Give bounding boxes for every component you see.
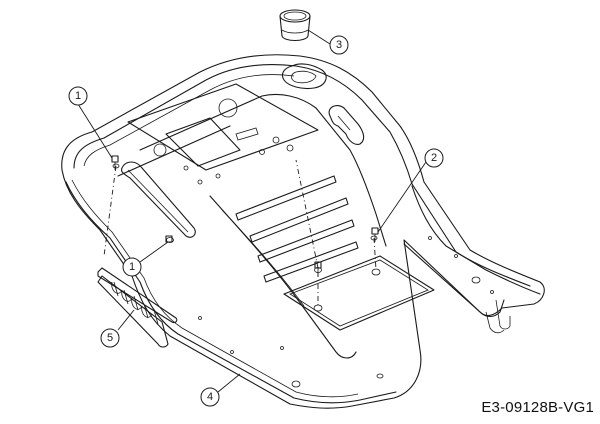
deck-ribs (235, 175, 359, 283)
callout-2: 2 (424, 148, 444, 168)
leaders (77, 29, 427, 393)
callout-5: 5 (100, 328, 120, 348)
screws (111, 155, 379, 276)
foot-plate (283, 255, 435, 331)
callout-1a: 1 (68, 86, 88, 106)
callout-1b-label: 1 (129, 261, 135, 273)
callout-1a-label: 1 (75, 90, 81, 102)
callout-1b: 1 (122, 257, 142, 277)
drawing-code: E3-09128B-VG1 (481, 399, 594, 416)
callout-3-label: 3 (336, 39, 342, 51)
side-slot (120, 161, 196, 238)
callout-4-label: 4 (207, 391, 213, 403)
fuel-cap (279, 9, 311, 42)
fender-body (61, 54, 545, 409)
lever-slot (328, 105, 365, 145)
bracket-comb (97, 267, 178, 348)
callout-3: 3 (329, 35, 349, 55)
callout-5-label: 5 (107, 332, 113, 344)
console-panel (127, 83, 319, 185)
callout-4: 4 (200, 387, 220, 407)
callout-2-label: 2 (431, 152, 437, 164)
